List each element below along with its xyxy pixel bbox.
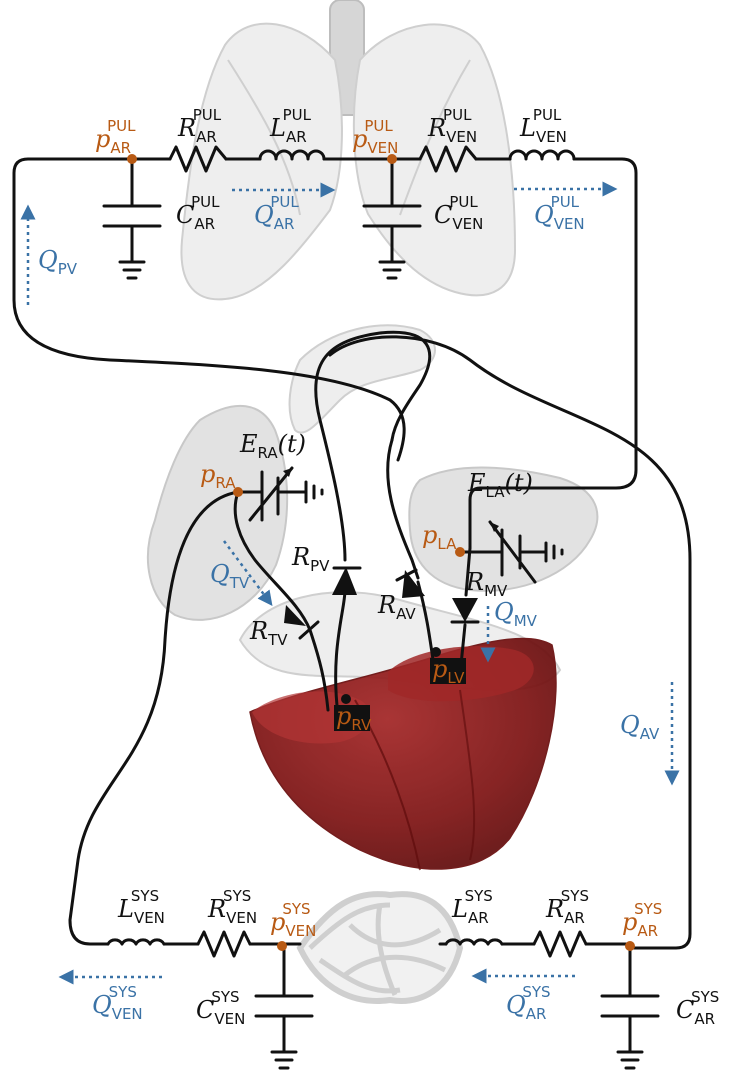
node-p-ven-pul — [387, 154, 397, 164]
label-l-ar-sys: LARSYS — [451, 887, 493, 927]
label-q-ven-sys: QVENSYS — [92, 983, 143, 1023]
label-c-ar-pul: CARPUL — [176, 193, 220, 233]
flow-arrow-q-tv — [222, 540, 273, 607]
label-c-ar-sys: CARSYS — [676, 988, 719, 1028]
label-l-ven-sys: LVENSYS — [117, 887, 165, 927]
labels: pARPUL RARPUL LARPUL pVENPUL RVENPUL LVE… — [38, 106, 719, 1028]
label-q-tv: QTV — [210, 560, 250, 592]
node-p-ar-sys — [625, 941, 635, 951]
label-q-mv: QMV — [494, 598, 538, 630]
node-p-rv — [341, 694, 351, 704]
label-p-lv-bg — [430, 658, 466, 684]
label-p-rv: pRV — [336, 702, 372, 734]
label-r-ar-sys: RARSYS — [545, 887, 589, 927]
label-r-ven-sys: RVENSYS — [207, 887, 257, 927]
valve-av-triangle — [402, 570, 425, 598]
valve-tv-triangle — [284, 605, 306, 626]
label-r-av: RAV — [377, 591, 416, 623]
heart-illustration — [147, 324, 599, 871]
node-p-lv — [431, 647, 441, 657]
label-q-ar-pul: QARPUL — [254, 193, 299, 233]
label-p-la: pLA — [422, 521, 457, 553]
label-r-pv: RPV — [291, 543, 330, 575]
label-r-ar-pul: RARPUL — [177, 106, 222, 146]
label-p-ar-pul: pARPUL — [95, 117, 136, 157]
label-r-tv: RTV — [249, 617, 288, 649]
label-p-ven-sys: pVENSYS — [270, 900, 316, 940]
label-p-ra: pRA — [200, 460, 236, 492]
label-l-ar-pul: LARPUL — [269, 106, 312, 146]
node-p-la — [455, 547, 465, 557]
label-p-ar-sys: pARSYS — [622, 900, 662, 940]
label-c-ven-sys: CVENSYS — [196, 988, 245, 1028]
valve-mv-triangle — [452, 598, 478, 622]
label-p-rv-bg — [334, 705, 370, 731]
label-p-ven-pul: pVENPUL — [352, 117, 398, 157]
label-c-ven-pul: CVENPUL — [434, 193, 483, 233]
node-p-ar-pul — [127, 154, 137, 164]
label-q-av: QAV — [620, 711, 660, 743]
label-r-ven-pul: RVENPUL — [427, 106, 477, 146]
label-q-ven-pul: QVENPUL — [534, 193, 585, 233]
pulmonary-circuit — [12, 145, 638, 550]
valve-pv-triangle — [332, 567, 357, 595]
node-p-ra — [233, 487, 243, 497]
node-p-ven-sys — [277, 941, 287, 951]
label-r-mv: RMV — [465, 568, 508, 600]
capillary-bed-illustration — [296, 891, 464, 1004]
label-l-ven-pul: LVENPUL — [519, 106, 567, 146]
label-q-pv: QPV — [38, 246, 78, 278]
label-e-ra: ERA(t) — [239, 430, 306, 462]
label-q-ar-sys: QARSYS — [506, 983, 551, 1023]
label-p-lv: pLV — [432, 655, 465, 687]
heart-circuit — [68, 330, 692, 950]
flow-arrows — [20, 181, 680, 985]
label-e-la: ELA(t) — [467, 469, 533, 501]
systemic-circuit — [106, 930, 660, 1070]
